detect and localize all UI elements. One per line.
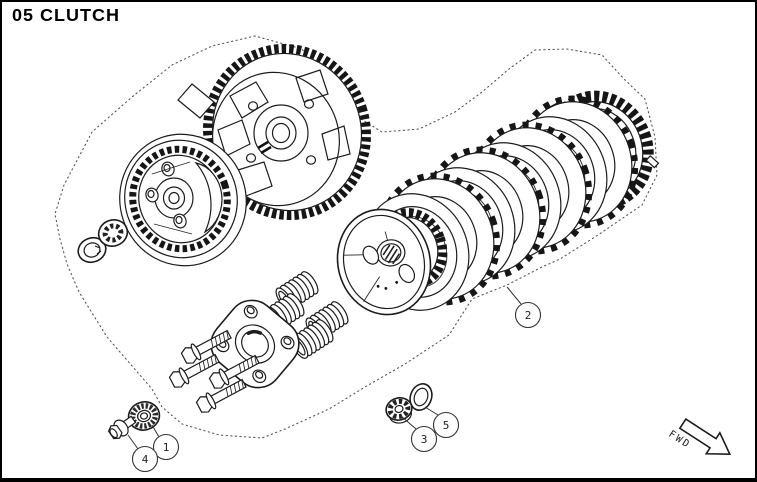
pivot-bolt-drawing <box>107 415 137 440</box>
assembly-boundary-outline <box>54 35 658 439</box>
callout-5[interactable]: 5 <box>432 411 460 439</box>
spring-bolt-drawing <box>208 354 260 389</box>
clutch-plate-stack-drawing <box>336 90 660 316</box>
fwd-direction-arrow: FWD <box>666 417 732 455</box>
splined-washer-drawing <box>97 219 129 247</box>
callout-5-number: 5 <box>443 419 450 432</box>
lock-washer-drawing <box>409 383 433 411</box>
clutch-front-disc-drawing <box>336 208 432 316</box>
spring-bolt-drawing <box>195 378 247 413</box>
primary-drive-hub-drawing <box>119 133 247 267</box>
callout-1[interactable]: 1 <box>152 433 180 461</box>
leader-line-2 <box>506 286 522 305</box>
leader-line-4 <box>127 434 139 450</box>
callout-1-number: 1 <box>163 441 170 454</box>
clutch-spring-drawing <box>290 319 334 359</box>
page-title: 05 CLUTCH <box>12 6 121 25</box>
snap-ring-drawing <box>77 236 107 264</box>
leader-line-5 <box>424 406 439 416</box>
forward-arrow-icon <box>678 417 732 455</box>
callout-3[interactable]: 3 <box>410 425 438 453</box>
leader-line-1 <box>151 424 160 438</box>
leader-line-3 <box>400 415 417 430</box>
bearing-drawing <box>127 401 161 431</box>
callout-3-number: 3 <box>421 433 428 446</box>
callout-2-number: 2 <box>525 309 532 322</box>
spring-retainer-plate-drawing <box>210 299 300 389</box>
callout-4[interactable]: 4 <box>131 445 159 473</box>
callout-2[interactable]: 2 <box>514 301 542 329</box>
callout-4-number: 4 <box>142 453 149 466</box>
spring-bolt-drawing <box>168 353 220 388</box>
spring-bolt-drawing <box>180 329 232 364</box>
